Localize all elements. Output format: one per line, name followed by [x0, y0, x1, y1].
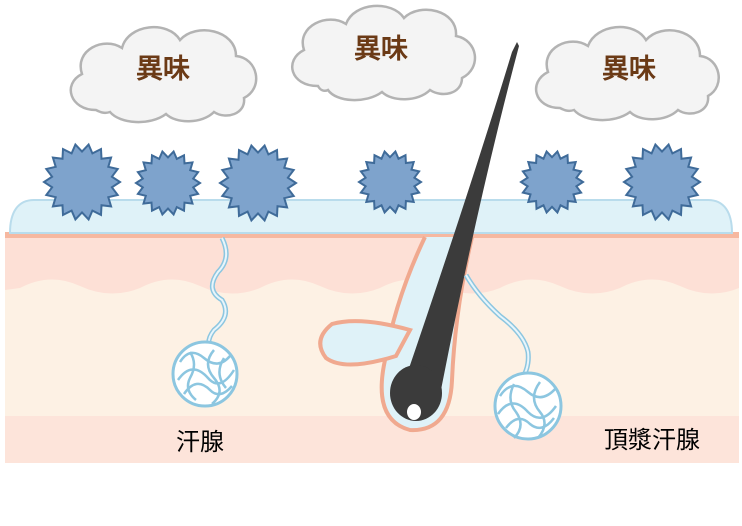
- subcutaneous-layer: [5, 415, 739, 463]
- hair-icon: [401, 42, 519, 421]
- hair-bulb: [390, 365, 442, 421]
- odor-cloud-left: 異味: [69, 26, 258, 124]
- odor-cloud-right: 異味: [534, 25, 720, 122]
- odor-cloud-middle: 異味: [291, 4, 477, 102]
- cloud-icon: [291, 4, 477, 102]
- bacteria-icon: [218, 143, 298, 223]
- epidermis-layer: [5, 236, 739, 294]
- apocrine-duct-inner: [465, 274, 530, 383]
- cloud-icon: [69, 26, 258, 124]
- sweat-film: [8, 199, 734, 234]
- bacteria-icon: [622, 142, 702, 222]
- hair-papilla: [407, 404, 421, 420]
- bacteria-icon: [42, 142, 122, 222]
- eccrine-gland-label: 汗腺: [176, 428, 224, 456]
- bacteria-icon: [134, 149, 202, 217]
- eccrine-sweat-gland: [171, 236, 239, 408]
- cloud-icon: [534, 25, 720, 122]
- apocrine-gland-label: 頂漿汗腺: [604, 426, 700, 454]
- odor-label: 異味: [136, 54, 190, 85]
- odor-label: 異味: [354, 34, 408, 65]
- eccrine-duct-inner: [207, 237, 228, 351]
- bacteria-group: [42, 142, 702, 223]
- bacteria-icon: [519, 149, 585, 215]
- sweat-gland-icon: [493, 371, 563, 441]
- skin-surface: [5, 232, 739, 238]
- sweat-gland-icon: [171, 340, 239, 408]
- odor-label: 異味: [602, 54, 656, 85]
- apocrine-sweat-gland: [463, 273, 563, 441]
- bacteria-icon: [357, 149, 423, 215]
- sebaceous-gland: [318, 319, 413, 367]
